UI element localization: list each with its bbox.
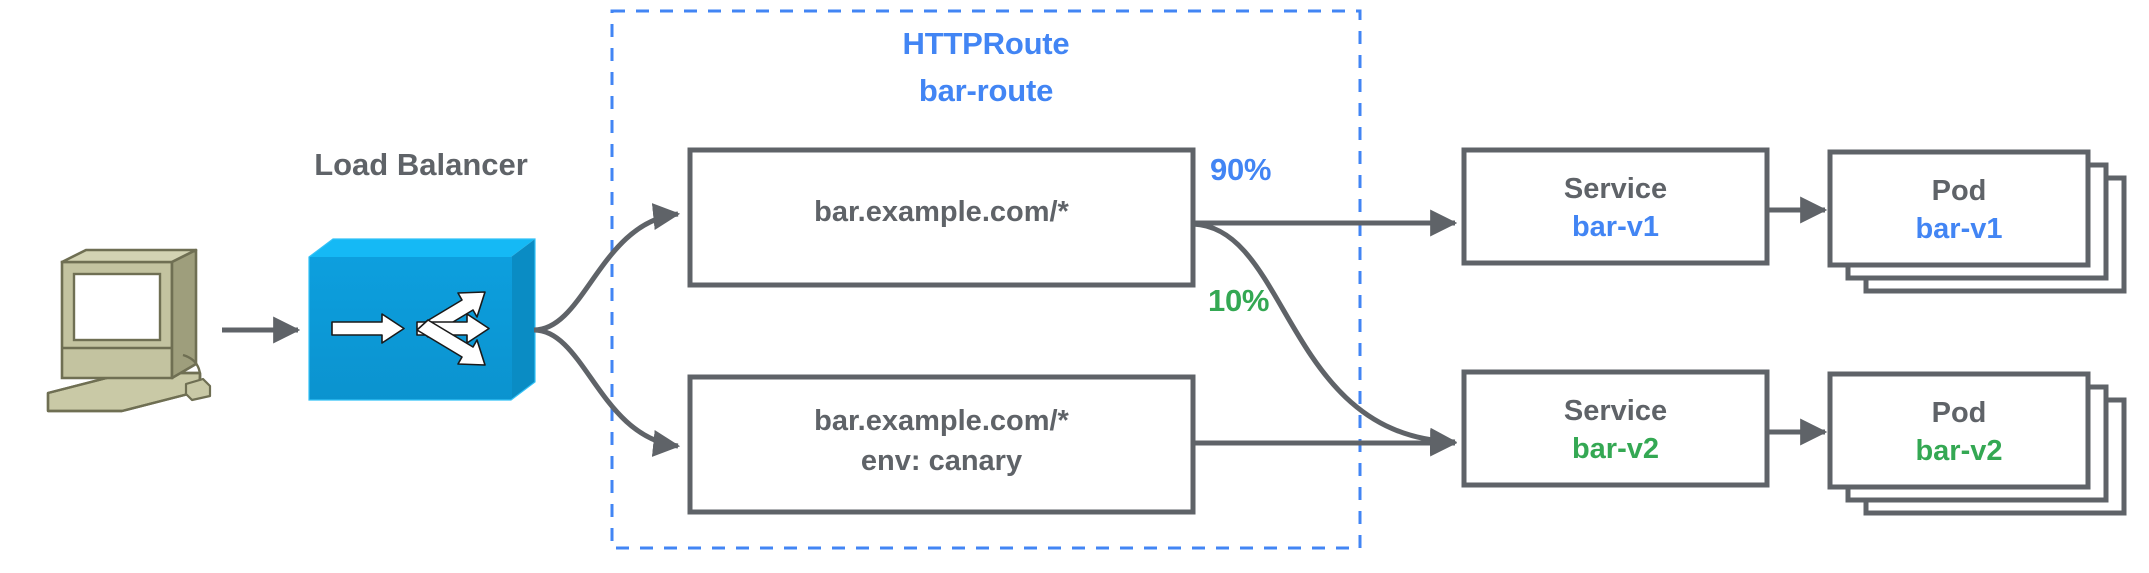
service-v1-kind-label: Service (1563, 173, 1668, 205)
weight-label-10: 10% (1208, 283, 1270, 318)
edge-lb-to-rule-canary (533, 327, 681, 457)
rule-box-primary[interactable] (687, 147, 1196, 288)
pod-v1-kind-label: Pod (1931, 175, 1987, 207)
desktop-computer-icon (46, 248, 212, 413)
pod-stack-bar-v1[interactable] (1827, 149, 2127, 294)
pod-v2-kind-label: Pod (1931, 397, 1987, 429)
service-box-bar-v1[interactable] (1461, 147, 1770, 266)
edge-lb-to-rule-primary (533, 203, 681, 333)
pod-stack-bar-v2[interactable] (1827, 371, 2127, 516)
edge-rule-primary-to-service-v2 (1192, 221, 1458, 455)
service-v2-kind-label: Service (1563, 395, 1668, 427)
load-balancer-label: Load Balancer (314, 147, 528, 182)
service-box-bar-v2[interactable] (1461, 369, 1770, 488)
pod-v1-name-label: bar-v1 (1915, 213, 2003, 245)
httproute-boundary (610, 9, 1362, 550)
service-v1-name-label: bar-v1 (1571, 211, 1660, 243)
httproute-name-label: bar-route (918, 73, 1054, 108)
weight-label-90: 90% (1210, 152, 1272, 187)
httproute-kind-label: HTTPRoute (902, 26, 1070, 61)
rule-primary-text: bar.example.com/* (814, 196, 1069, 228)
rule-canary-header-text: env: canary (860, 445, 1023, 477)
service-v2-name-label: bar-v2 (1571, 433, 1660, 465)
pod-v2-name-label: bar-v2 (1915, 435, 2003, 467)
load-balancer-icon (308, 238, 536, 401)
rule-canary-host-text: bar.example.com/* (814, 405, 1069, 437)
